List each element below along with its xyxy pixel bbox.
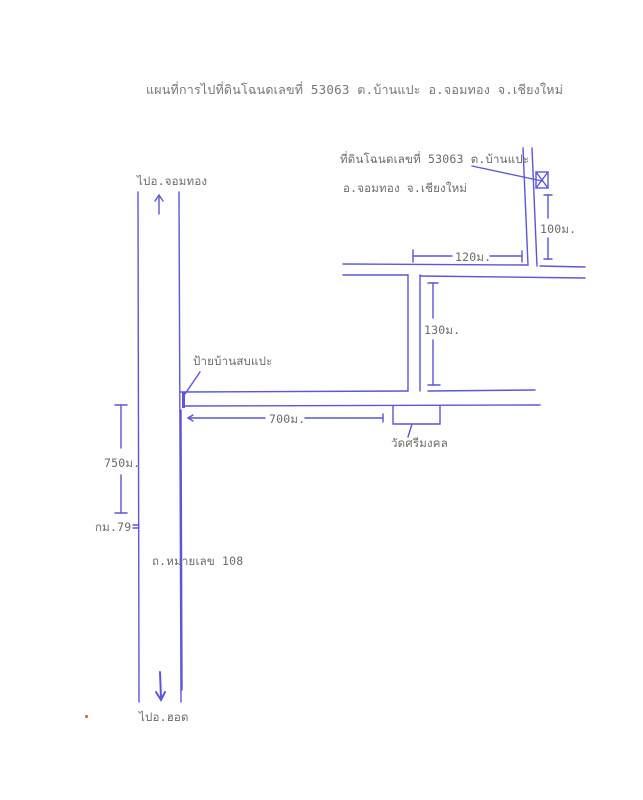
land-label-line2: อ.จอมทอง จ.เชียงใหม่ (343, 181, 468, 195)
direction-north-label: ไปอ.จอมทอง (137, 174, 208, 188)
distance-130m-label: 130ม. (424, 323, 461, 337)
km-marker-label: กม.79 (95, 520, 132, 534)
temple-box (392, 405, 441, 425)
village-sign-pointer (184, 371, 201, 395)
side-road-1-top-edge (180, 390, 409, 393)
main-road-label: ถ.หมายเลข 108 (152, 554, 244, 568)
main-road-junction-edge (180, 409, 183, 691)
lane-right-edge (531, 147, 538, 267)
distance-100m-label: 100ม. (540, 222, 577, 236)
side-road-2-top-edge-right (539, 265, 586, 268)
village-sign-label: ป้ายบ้านสบแปะ (193, 354, 273, 368)
main-road-left-edge (137, 191, 140, 703)
land-label-line1: ที่ดินโฉนดเลขที่ 53063 ต.บ้านแปะ (340, 152, 530, 166)
side-road-1-bottom-edge (182, 404, 541, 407)
stray-mark (85, 715, 88, 718)
arrow-up-icon (154, 193, 164, 215)
land-label-pointer (471, 165, 543, 182)
map-title: แผนที่การไปที่ดินโฉนดเลขที่ 53063 ต.บ้าน… (146, 82, 564, 97)
distance-750m-label: 750ม. (104, 456, 141, 470)
side-road-2-top-edge (342, 263, 529, 266)
temple-label: วัดศรีมงคล (391, 436, 448, 450)
main-road-right-edge (178, 191, 182, 703)
side-road-1-top-edge-right (427, 389, 536, 392)
direction-south-label: ไปอ.ฮอด (139, 710, 189, 724)
arrow-down-icon (155, 671, 166, 703)
village-sign-marker (182, 392, 185, 408)
distance-120m-label: 120ม. (455, 250, 492, 264)
distance-700m-label: 700ม. (269, 412, 306, 426)
lane-left-edge (522, 147, 529, 266)
side-road-2-bottom-edge-right (419, 275, 586, 279)
